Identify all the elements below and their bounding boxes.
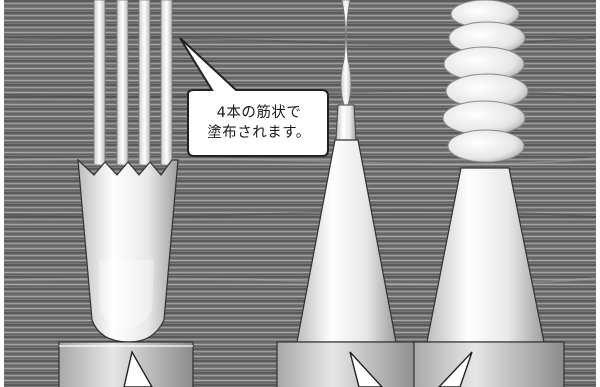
four-stripe-nozzle (77, 0, 179, 343)
illustration-svg (4, 0, 596, 387)
middle-base (276, 341, 418, 387)
bead-stripe-2 (116, 0, 129, 166)
callout-line-1: 4本の筋状で (216, 105, 302, 121)
pointer-left (123, 350, 153, 387)
coil-bead-nozzle (426, 0, 545, 343)
callout-bubble (179, 37, 329, 157)
pointer-middle (349, 351, 383, 387)
right-base (413, 341, 565, 387)
stripe-nozzle-body (77, 158, 179, 343)
bead-stripe-4 (160, 0, 173, 166)
bead-stripe-1 (93, 0, 106, 166)
pointer-right (438, 351, 473, 387)
callout-text: 4本の筋状で 塗布されます。 (200, 103, 318, 143)
callout-line-2: 塗布されます。 (207, 125, 311, 141)
bead-stripe-3 (138, 0, 151, 166)
illustration-frame: 4本の筋状で 塗布されます。 (4, 0, 596, 387)
